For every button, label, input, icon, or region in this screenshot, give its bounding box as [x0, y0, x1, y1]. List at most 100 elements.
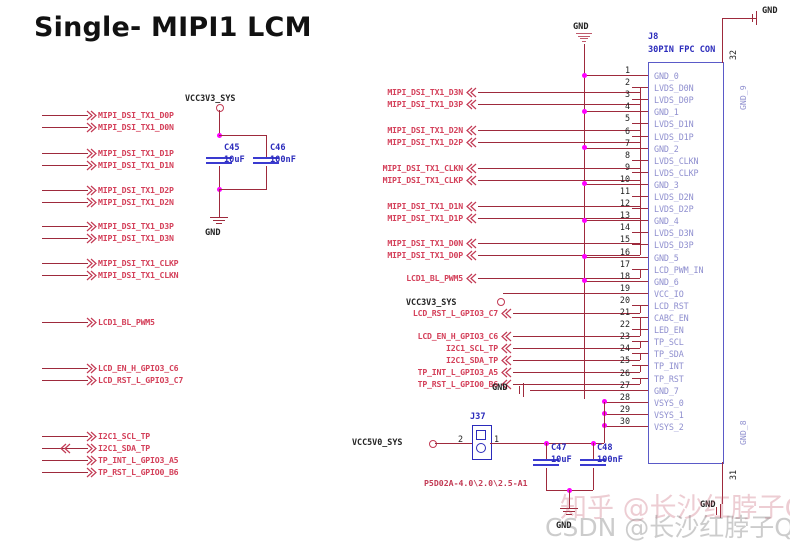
wire [490, 443, 493, 444]
power-port-vcc3v3-mid [497, 298, 505, 306]
mid-signal-label: MIPI_DSI_TX1_D3P [387, 99, 463, 109]
gnd-label-bottom-cap: GND [556, 521, 572, 531]
connector-pin-name: LVDS_D2P [654, 204, 694, 215]
gnd-symbol-left-cap [210, 217, 228, 226]
connector-j37-pin1-number: 1 [494, 434, 500, 444]
wire [604, 401, 648, 403]
connector-pin-name: TP_SCL [654, 337, 684, 348]
wire [42, 190, 88, 191]
connector-pin-name: LCD_RST [654, 300, 689, 311]
wire [632, 292, 648, 294]
offpage-connector [466, 250, 477, 261]
wire [632, 135, 648, 137]
connector-pin-number: 26 [619, 367, 630, 378]
capacitor-c47-value: 10uF [551, 455, 572, 465]
connector-pin-name: GND_0 [654, 71, 679, 81]
offpage-connector [501, 343, 512, 354]
connector-pin-number: 14 [619, 222, 630, 233]
wire [632, 220, 648, 222]
gnd-label-left-cap: GND [205, 228, 221, 238]
wire [513, 336, 640, 337]
connector-pin-number: 16 [619, 246, 630, 257]
junction-dot [581, 108, 587, 114]
mid-signal-label: MIPI_DSI_TX1_D2P [387, 137, 463, 147]
connector-j8-description: 30PIN FPC CON [648, 45, 716, 55]
offpage-connector [466, 125, 477, 136]
wire [632, 389, 648, 391]
capacitor-c48-refdes: C48 [597, 443, 613, 453]
junction-dot [581, 278, 587, 284]
junction-dot [581, 254, 587, 259]
offpage-connector [86, 455, 97, 466]
connector-pin-number: 13 [619, 210, 630, 221]
connector-pin-number: 23 [619, 331, 630, 342]
capacitor-c47-symbol [533, 459, 559, 468]
connector-pin-number: 5 [624, 113, 630, 124]
wire [640, 268, 641, 278]
wire [478, 243, 640, 244]
wire [219, 135, 267, 136]
connector-j37-pin2-pad [476, 443, 486, 453]
connector-pin-number: 6 [624, 125, 630, 136]
offpage-connector [86, 148, 97, 159]
wire [42, 275, 88, 276]
mid-signal-label: MIPI_DSI_TX1_D0P [387, 250, 463, 260]
offpage-connector [86, 467, 97, 478]
wire [513, 360, 640, 361]
mid-signal-label: I2C1_SDA_TP [445, 355, 498, 365]
offpage-connector [466, 163, 477, 174]
wire [478, 92, 640, 93]
left-signal-label: MIPI_DSI_TX1_D3N [98, 233, 174, 243]
wire [584, 280, 648, 282]
connector-pin-name: CABC_EN [654, 313, 689, 323]
offpage-connector [466, 175, 477, 186]
wire [593, 443, 594, 461]
capacitor-c46-value: 100nF [270, 155, 296, 165]
offpage-connector [86, 122, 97, 133]
connector-pin-number: 8 [624, 149, 630, 160]
connector-pin-number-31: 31 [728, 469, 738, 480]
wire [722, 18, 723, 63]
power-port-vcc3v3-left [216, 104, 224, 112]
wire [266, 135, 267, 159]
connector-pin-number: 29 [619, 403, 630, 414]
wire [640, 365, 641, 372]
offpage-connector [466, 273, 477, 284]
connector-pin-name-31: GND_8 [738, 420, 748, 445]
wire [42, 263, 88, 264]
wire [42, 238, 88, 239]
mid-signal-label: LCD1_BL_PWM5 [406, 273, 463, 283]
connector-pin-number: 1 [624, 65, 630, 75]
capacitor-c46-refdes: C46 [270, 143, 286, 153]
wire [640, 87, 641, 255]
connector-pin-name: VCC_IO [654, 288, 684, 299]
connector-pin-number: 18 [619, 270, 630, 281]
wire [513, 348, 640, 349]
wire [42, 153, 88, 154]
connector-pin-name: LVDS_D3P [654, 240, 694, 251]
connector-pin-name: GND_6 [654, 276, 679, 287]
gnd-symbol-mid-right [519, 382, 529, 397]
wire [42, 226, 88, 227]
wire [632, 123, 648, 125]
connector-pin-number: 7 [624, 137, 630, 148]
mid-signal-label: MIPI_DSI_TX1_CLKP [382, 175, 464, 185]
gnd-symbol-top-bus [574, 33, 594, 44]
left-signal-label: MIPI_DSI_TX1_D2N [98, 197, 174, 207]
offpage-connector [466, 201, 477, 212]
left-signal-label: I2C1_SDA_TP [98, 443, 151, 453]
connector-pin-number: 22 [619, 319, 630, 330]
wire [42, 472, 88, 473]
gnd-symbol-bottom-right [716, 504, 726, 518]
wire [219, 189, 220, 217]
connector-pin-number: 3 [624, 89, 630, 100]
wire [42, 322, 88, 323]
wire [640, 304, 641, 313]
capacitor-c48-value: 100nF [597, 455, 623, 465]
junction-dot [581, 145, 587, 151]
wire [584, 111, 648, 113]
wire [584, 183, 648, 185]
connector-pin-number: 25 [619, 355, 630, 366]
connector-j8-body [648, 62, 724, 464]
connector-j37-pin2-number: 2 [458, 434, 464, 444]
